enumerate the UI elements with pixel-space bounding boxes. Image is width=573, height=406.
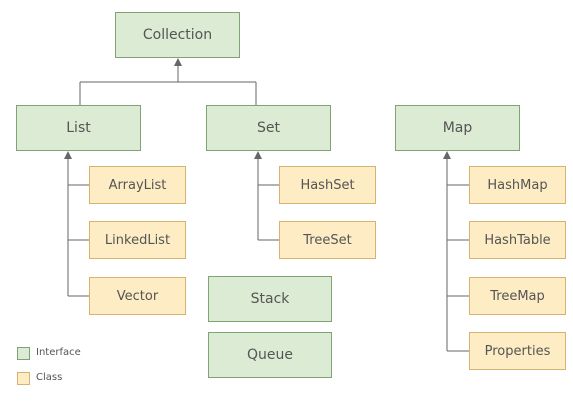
node-set-label: Set xyxy=(257,120,280,136)
node-treemap-label: TreeMap xyxy=(490,288,545,304)
node-hashmap-label: HashMap xyxy=(487,177,548,193)
node-vector-label: Vector xyxy=(116,288,159,304)
node-linkedlist-label: LinkedList xyxy=(104,232,171,248)
arrowhead-map xyxy=(443,151,451,159)
node-queue-label: Queue xyxy=(247,347,293,363)
legend-interface-swatch xyxy=(17,347,30,360)
legend-interface-label: Interface xyxy=(36,347,81,358)
node-properties: Properties xyxy=(469,332,566,370)
node-stack-label: Stack xyxy=(250,291,290,307)
node-treeset-label: TreeSet xyxy=(303,232,352,248)
arrowhead-set xyxy=(254,151,262,159)
node-stack: Stack xyxy=(208,276,332,322)
node-list: List xyxy=(16,105,141,151)
node-list-label: List xyxy=(66,120,91,136)
node-hashtable-label: HashTable xyxy=(484,232,551,248)
node-queue: Queue xyxy=(208,332,332,378)
node-map-label: Map xyxy=(442,120,473,136)
arrowhead-list xyxy=(64,151,72,159)
node-arraylist: ArrayList xyxy=(89,166,186,204)
legend-class-swatch xyxy=(17,372,30,385)
node-set: Set xyxy=(206,105,331,151)
node-vector: Vector xyxy=(89,277,186,315)
node-collection: Collection xyxy=(115,12,240,58)
node-map: Map xyxy=(395,105,520,151)
node-treemap: TreeMap xyxy=(469,277,566,315)
node-hashtable: HashTable xyxy=(469,221,566,259)
node-linkedlist: LinkedList xyxy=(89,221,186,259)
node-arraylist-label: ArrayList xyxy=(108,177,167,193)
node-hashset-label: HashSet xyxy=(300,177,355,193)
node-hashmap: HashMap xyxy=(469,166,566,204)
legend-class-label: Class xyxy=(36,372,63,383)
node-properties-label: Properties xyxy=(484,343,551,359)
node-treeset: TreeSet xyxy=(279,221,376,259)
node-hashset: HashSet xyxy=(279,166,376,204)
node-collection-label: Collection xyxy=(142,27,213,43)
arrowhead-collection xyxy=(174,58,182,66)
